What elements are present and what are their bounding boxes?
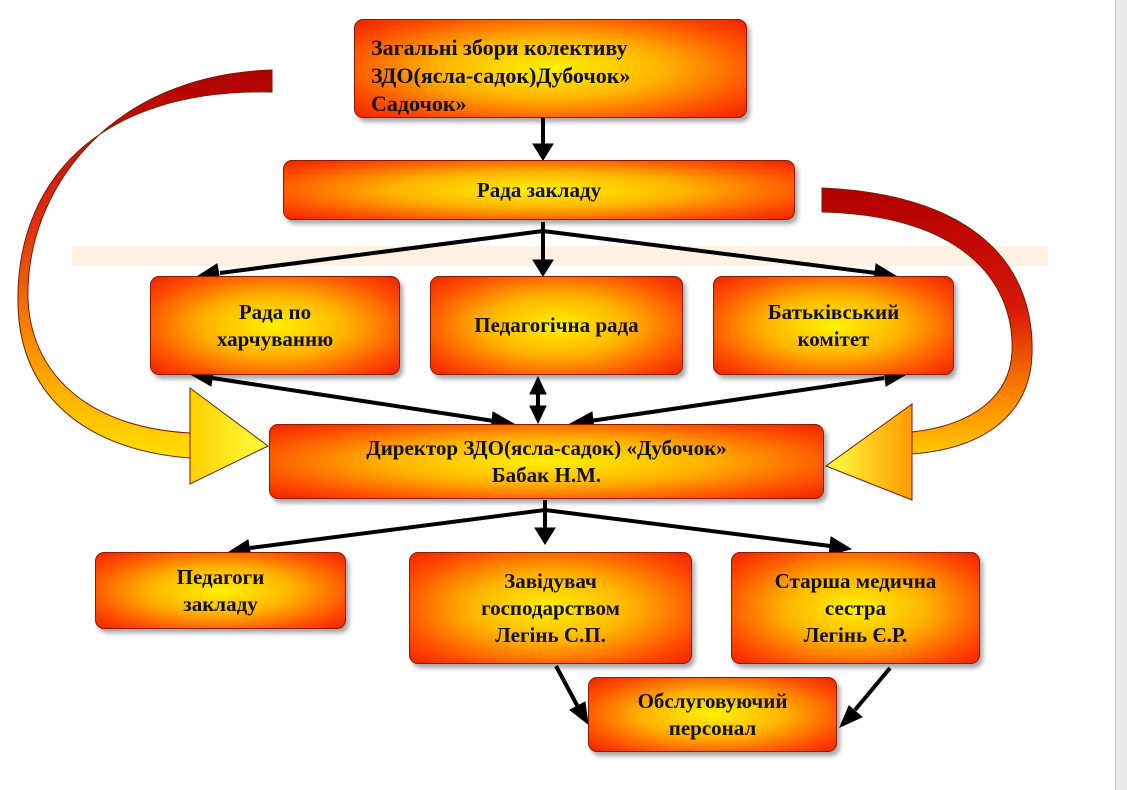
general-meeting-box: Загальні збори колективу ЗДО(ясла-садок)… (354, 19, 747, 118)
pedagogical-council-label: Педагогічна рада (474, 313, 639, 337)
arrow-council-to-nutrition (219, 229, 544, 275)
left-arrowhead (189, 387, 269, 485)
teachers-label: Педагоги закладу (176, 564, 265, 616)
senior-nurse-box: Старша медична сестра Легінь Є.Р. (731, 552, 980, 664)
nutrition-council-label: Рада по харчуванню (216, 299, 334, 351)
pedagogical-council-box: Педагогічна рада (430, 276, 683, 375)
arrowhead (532, 259, 554, 277)
arrow-household-to-staff (554, 665, 580, 708)
arrow-nutrition-director (211, 376, 495, 423)
director-label: Директор ЗДО(ясла-садок) «Дубочок» Бабак… (366, 435, 727, 487)
arrow-director-to-nurse (544, 508, 831, 548)
arrowhead (569, 701, 589, 726)
left-feedback-arrow (17, 69, 273, 459)
household-manager-box: Завідувач господарством Легінь С.П. (409, 552, 692, 664)
teachers-box: Педагоги закладу (95, 552, 346, 629)
parents-committee-box: Батьківський комітет (713, 276, 954, 375)
arrow-council-to-parents (542, 229, 877, 275)
arrow-parents-director (589, 376, 885, 423)
arrowhead (529, 405, 547, 425)
service-staff-box: Обслуговуючий персонал (588, 677, 837, 752)
arrow-nurse-to-staff (853, 666, 892, 712)
service-staff-label: Обслуговуючий персонал (637, 688, 788, 740)
parents-committee-label: Батьківський комітет (767, 299, 900, 351)
senior-nurse-label: Старша медична сестра Легінь Є.Р. (774, 568, 937, 647)
arrowhead (529, 375, 547, 395)
general-meeting-label: Загальні збори колективу ЗДО(ясла-садок)… (371, 35, 631, 116)
right-arrowhead (824, 403, 913, 501)
arrowhead (534, 527, 556, 545)
arrow-director-to-teachers (249, 508, 546, 550)
vertical-scrollbar[interactable] (1115, 0, 1127, 790)
institution-council-box: Рада закладу (283, 160, 795, 220)
institution-council-label: Рада закладу (476, 177, 602, 202)
household-manager-label: Завідувач господарством Легінь С.П. (481, 568, 620, 647)
director-box: Директор ЗДО(ясла-садок) «Дубочок» Бабак… (269, 424, 824, 499)
arrowhead (532, 143, 554, 161)
arrowhead (839, 705, 863, 728)
nutrition-council-box: Рада по харчуванню (150, 276, 400, 375)
